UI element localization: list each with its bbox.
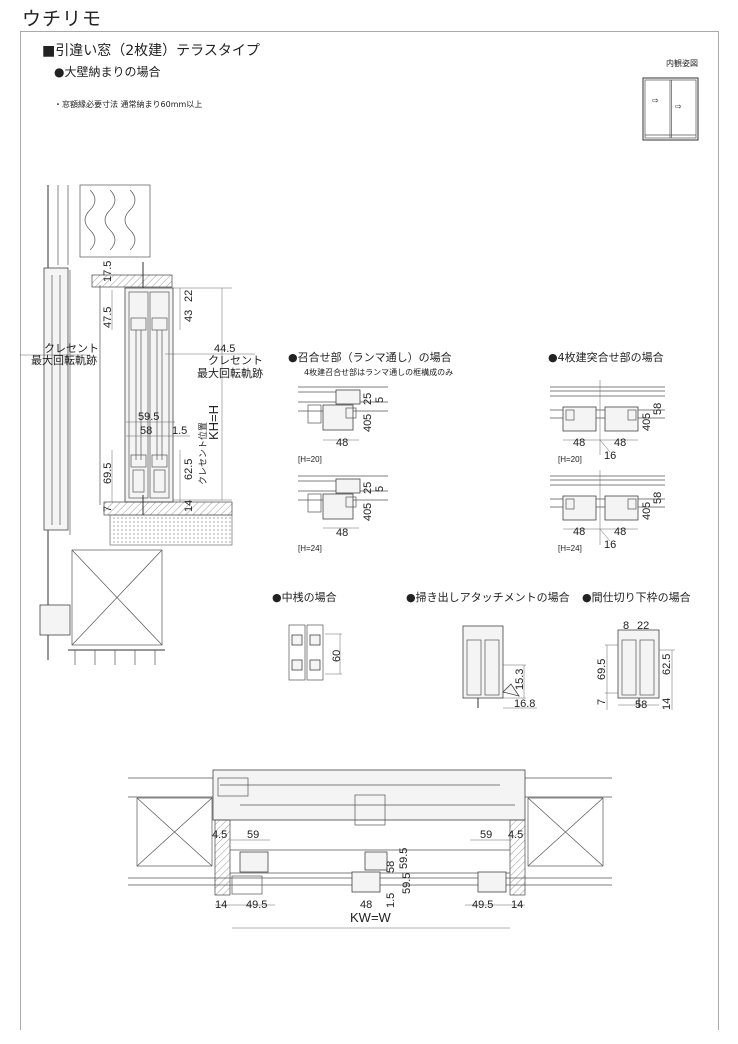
dim-69-5: 69.5 xyxy=(596,659,608,680)
crescent-right-label-2: 最大回転軌跡 xyxy=(197,366,263,380)
variant-label: [H=20] xyxy=(558,455,582,464)
kw-label: KW=W xyxy=(350,910,392,925)
crescent-right-label-1: クレセント xyxy=(208,354,263,367)
dim-59-5: 59.5 xyxy=(398,848,410,869)
dim-14: 14 xyxy=(511,899,523,911)
four-panel-h20: 48 48 16 58 5 40 [H=20] xyxy=(550,380,665,464)
dim-5: 5 xyxy=(374,397,386,403)
horizontal-section-drawing: 4.5 59 59 4.5 58 59.5 59.5 1.5 14 49.5 4… xyxy=(128,769,612,929)
dim-43: 43 xyxy=(183,310,195,322)
dim-16-8: 16.8 xyxy=(514,698,535,710)
meeting-rail-subtitle: 4枚建召合せ部はランマ通しの框構成のみ xyxy=(304,368,454,377)
dim-60: 60 xyxy=(331,650,343,662)
crescent-left-label-2: 最大回転軌跡 xyxy=(31,353,97,367)
sweep-title: ●掃き出しアタッチメントの場合 xyxy=(406,591,570,604)
dim-58: 58 xyxy=(635,699,647,711)
dim-49-5: 49.5 xyxy=(246,899,267,911)
interior-view-label: 内観姿図 xyxy=(666,59,698,68)
dim-22: 22 xyxy=(183,290,195,302)
dim-47-5: 47.5 xyxy=(102,307,114,328)
note-text: ・窓額縁必要寸法 通常納まり60mm以上 xyxy=(54,100,203,109)
dim-62-5: 62.5 xyxy=(183,459,195,480)
dim-5: 5 xyxy=(374,486,386,492)
dim-48: 48 xyxy=(573,437,585,449)
dim-40: 40 xyxy=(641,419,653,431)
dim-48: 48 xyxy=(573,526,585,538)
sweep-attachment-detail: 15.3 16.8 xyxy=(462,625,537,710)
dim-49-5: 49.5 xyxy=(472,899,493,911)
dim-48: 48 xyxy=(614,437,626,449)
dim-5: 5 xyxy=(362,503,374,509)
dim-44-5: 44.5 xyxy=(214,343,235,355)
dim-58: 58 xyxy=(652,403,664,415)
dim-16: 16 xyxy=(604,539,616,551)
dim-48: 48 xyxy=(336,527,348,539)
arrow-right-icon: ⇨ xyxy=(675,102,682,111)
dim-58: 58 xyxy=(140,425,152,437)
dim-48: 48 xyxy=(336,437,348,449)
dim-22: 22 xyxy=(637,620,649,632)
dim-4-5: 4.5 xyxy=(212,829,227,841)
dim-59-5: 59.5 xyxy=(138,411,159,423)
dim-7: 7 xyxy=(102,506,114,512)
dim-59: 59 xyxy=(247,829,259,841)
dim-58: 58 xyxy=(652,492,664,504)
dim-48: 48 xyxy=(614,526,626,538)
dim-1-5: 1.5 xyxy=(172,425,187,437)
dim-16: 16 xyxy=(604,450,616,462)
meeting-rail-h20: 48 25 5 5 40 [H=20] xyxy=(298,386,388,464)
variant-label: [H=20] xyxy=(298,455,322,464)
section-subtitle: ●大壁納まりの場合 xyxy=(54,65,161,79)
dim-1-5: 1.5 xyxy=(385,893,397,908)
dim-69-5: 69.5 xyxy=(102,463,114,484)
dim-8: 8 xyxy=(623,620,629,632)
dim-4-5: 4.5 xyxy=(508,829,523,841)
dim-40: 40 xyxy=(362,420,374,432)
dim-17-5: 17.5 xyxy=(102,261,114,282)
dim-62-5: 62.5 xyxy=(661,654,673,675)
brand-name: ウチリモ xyxy=(22,8,103,30)
dim-15-3: 15.3 xyxy=(514,669,526,690)
dim-40: 40 xyxy=(362,509,374,521)
variant-label: [H=24] xyxy=(558,544,582,553)
partition-title: ●間仕切り下枠の場合 xyxy=(582,591,691,604)
crescent-position-label: クレセント位置 xyxy=(197,422,208,485)
four-panel-h24: 48 48 16 58 5 40 [H=24] xyxy=(550,470,665,553)
dim-25: 25 xyxy=(362,393,374,405)
kh-label: KH=H xyxy=(206,405,221,440)
dim-7: 7 xyxy=(596,699,608,705)
mullion-title: ●中桟の場合 xyxy=(272,591,337,604)
mullion-detail: 60 xyxy=(288,624,343,681)
page-title: ■引違い窓（2枚建）テラスタイプ xyxy=(42,43,260,59)
arrow-right-icon: ⇨ xyxy=(652,96,659,105)
meeting-rail-title: ●召合せ部（ランマ通し）の場合 xyxy=(288,351,452,364)
dim-25: 25 xyxy=(362,482,374,494)
four-panel-title: ●4枚建突合せ部の場合 xyxy=(548,351,664,364)
meeting-rail-h24: 48 25 5 5 40 [H=24] xyxy=(298,475,388,553)
dim-5: 5 xyxy=(362,414,374,420)
dim-58: 58 xyxy=(385,861,397,873)
sheet-frame xyxy=(20,31,719,1030)
interior-elevation-diagram: ⇨ ⇨ xyxy=(642,77,699,141)
dim-14: 14 xyxy=(661,698,673,710)
dim-5: 5 xyxy=(641,413,653,419)
dim-48: 48 xyxy=(360,899,372,911)
crescent-left-label-1: クレセント xyxy=(44,342,99,355)
vertical-section-drawing: 17.5 22 43 47.5 44.5 クレセント 最大回転軌跡 クレセント … xyxy=(20,184,263,665)
dim-14: 14 xyxy=(215,899,227,911)
dim-5: 5 xyxy=(641,502,653,508)
dim-59-5: 59.5 xyxy=(401,873,413,894)
dim-59: 59 xyxy=(480,829,492,841)
partition-sill-detail: 8 22 69.5 62.5 7 58 14 xyxy=(596,620,675,711)
variant-label: [H=24] xyxy=(298,544,322,553)
dim-40: 40 xyxy=(641,508,653,520)
dim-14: 14 xyxy=(183,500,195,512)
